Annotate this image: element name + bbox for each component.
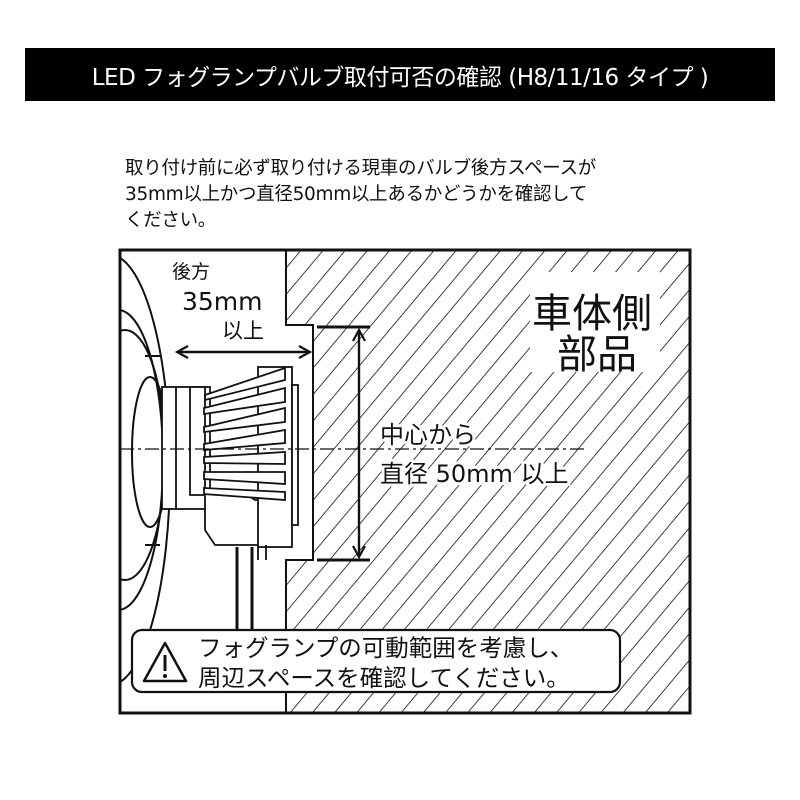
page-title: LED フォグランプバルブ取付可否の確認 (H8/11/16 タイプ ) xyxy=(91,64,709,91)
page-title-bar: LED フォグランプバルブ取付可否の確認 (H8/11/16 タイプ ) xyxy=(25,48,775,101)
warning-text: フォグランプの可動範囲を考慮し、 xyxy=(198,634,573,662)
instruction-line: 35mm以上かつ直径50mm以上あるかどうかを確認して xyxy=(125,184,588,205)
instruction-text: 取り付け前に必ず取り付ける現車のバルブ後方スペースが 35mm以上かつ直径50m… xyxy=(125,156,596,234)
diameter-label: 中心から xyxy=(380,421,476,449)
body-part-label: 車体側 xyxy=(532,291,652,337)
instruction-line: ください。 xyxy=(125,210,217,231)
diameter-label: 直径 50mm 以上 xyxy=(380,460,569,488)
instruction-line: 取り付け前に必ず取り付ける現車のバルブ後方スペースが xyxy=(125,158,596,179)
body-part-label: 部品 xyxy=(557,332,637,378)
rear-label: 後方 xyxy=(172,261,210,283)
rear-min-label: 以上 xyxy=(222,319,264,343)
rear-distance-label: 35mm xyxy=(182,287,263,316)
warning-text: 周辺スペースを確認してください。 xyxy=(198,664,570,692)
diagram-frame xyxy=(118,248,692,715)
warning-triangle-icon xyxy=(142,641,188,683)
warning-box: フォグランプの可動範囲を考慮し、 周辺スペースを確認してください。 xyxy=(130,628,622,694)
led-bulb xyxy=(161,366,299,640)
fog-lamp-housing xyxy=(120,256,171,684)
